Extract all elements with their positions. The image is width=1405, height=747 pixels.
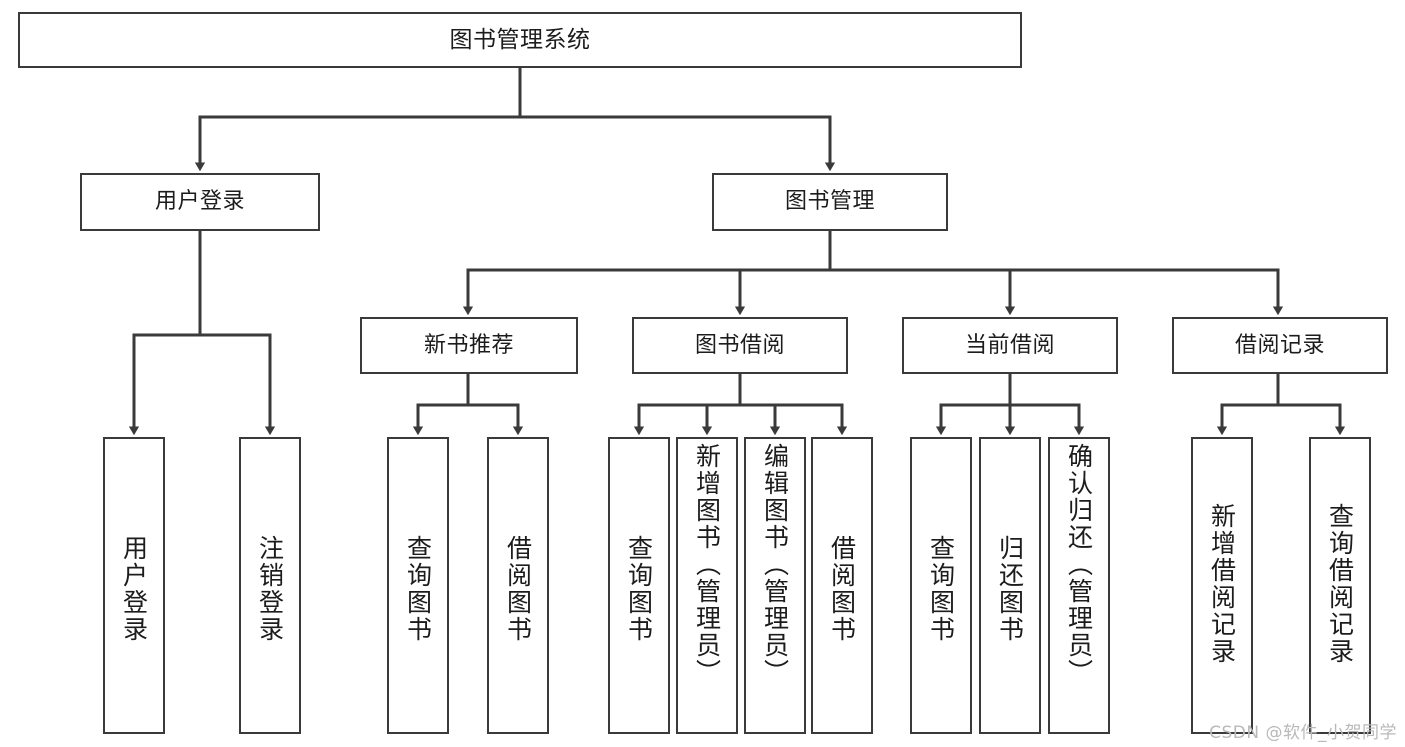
leaf-return-book-label: 归还图书 xyxy=(995,535,1025,643)
leaf-add-book-admin[interactable]: 新增图书（管理员） xyxy=(676,437,738,734)
leaf-query-book-current-label: 查询图书 xyxy=(926,535,956,643)
node-borrow-record-label: 借阅记录 xyxy=(1234,332,1325,358)
watermark-text: CSDN @软件_小贺同学 xyxy=(1209,723,1397,743)
leaf-edit-book-admin-label: 编辑图书（管理员） xyxy=(760,443,790,686)
leaf-add-borrow-record-label: 新增借阅记录 xyxy=(1207,503,1237,665)
node-new-book-recommend[interactable]: 新书推荐 xyxy=(360,317,578,374)
leaf-confirm-return-admin-label: 确认归还（管理员） xyxy=(1064,443,1094,686)
node-current-borrow-label: 当前借阅 xyxy=(964,332,1055,358)
leaf-query-borrow-record-label: 查询借阅记录 xyxy=(1325,503,1355,665)
leaf-borrow-book-recommend-label: 借阅图书 xyxy=(503,535,533,643)
node-book-management-label: 图书管理 xyxy=(784,189,875,215)
leaf-user-logout-label: 注销登录 xyxy=(255,535,285,643)
node-user-login[interactable]: 用户登录 xyxy=(80,173,320,231)
leaf-query-book-current[interactable]: 查询图书 xyxy=(910,437,972,734)
leaf-user-login-label: 用户登录 xyxy=(119,535,149,643)
node-current-borrow[interactable]: 当前借阅 xyxy=(902,317,1118,374)
node-root-label: 图书管理系统 xyxy=(449,26,591,53)
node-root[interactable]: 图书管理系统 xyxy=(18,12,1022,68)
node-book-management[interactable]: 图书管理 xyxy=(712,173,948,231)
leaf-query-book-borrow[interactable]: 查询图书 xyxy=(608,437,670,734)
leaf-borrow-book-borrow-label: 借阅图书 xyxy=(827,535,857,643)
node-book-borrow-label: 图书借阅 xyxy=(694,332,785,358)
leaf-query-borrow-record[interactable]: 查询借阅记录 xyxy=(1309,437,1371,734)
leaf-return-book[interactable]: 归还图书 xyxy=(979,437,1041,734)
leaf-query-book-recommend[interactable]: 查询图书 xyxy=(387,437,449,734)
node-new-book-recommend-label: 新书推荐 xyxy=(423,332,514,358)
leaf-add-book-admin-label: 新增图书（管理员） xyxy=(692,443,722,686)
node-book-borrow[interactable]: 图书借阅 xyxy=(632,317,848,374)
leaf-query-book-recommend-label: 查询图书 xyxy=(403,535,433,643)
leaf-query-book-borrow-label: 查询图书 xyxy=(624,535,654,643)
leaf-borrow-book-recommend[interactable]: 借阅图书 xyxy=(487,437,549,734)
leaf-user-login[interactable]: 用户登录 xyxy=(103,437,165,734)
leaf-borrow-book-borrow[interactable]: 借阅图书 xyxy=(811,437,873,734)
node-user-login-label: 用户登录 xyxy=(154,189,245,215)
leaf-user-logout[interactable]: 注销登录 xyxy=(239,437,301,734)
node-borrow-record[interactable]: 借阅记录 xyxy=(1172,317,1388,374)
leaf-confirm-return-admin[interactable]: 确认归还（管理员） xyxy=(1048,437,1110,734)
leaf-add-borrow-record[interactable]: 新增借阅记录 xyxy=(1191,437,1253,734)
leaf-edit-book-admin[interactable]: 编辑图书（管理员） xyxy=(744,437,806,734)
